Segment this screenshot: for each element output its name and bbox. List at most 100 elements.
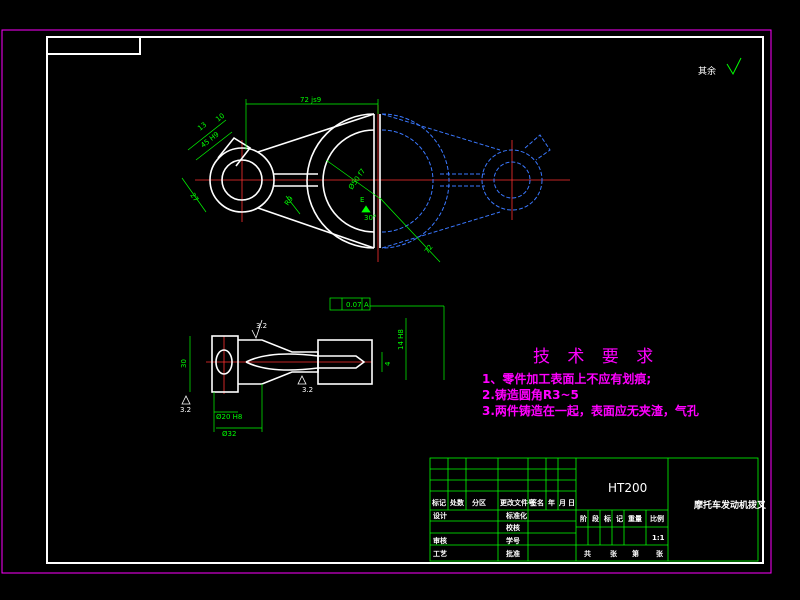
- sheet-label-sheets: 张: [610, 549, 618, 558]
- scale-value: 1:1: [652, 534, 665, 542]
- mid-label-standard: 标准化: [505, 511, 527, 520]
- boss-lug: [217, 136, 252, 167]
- dim-left-line: [181, 177, 207, 213]
- left-label-review: 审核: [433, 536, 447, 545]
- stage-label-weight: 重量: [628, 514, 642, 523]
- row-label-zone: 分区: [472, 498, 486, 507]
- left-boss-outer: [209, 147, 275, 213]
- row-label-count: 处数: [449, 498, 465, 507]
- dim-left-label: 27: [188, 192, 200, 204]
- side-outline: [211, 335, 373, 393]
- title-block-grid: [429, 457, 759, 562]
- drawing-border: [46, 36, 764, 564]
- dim-height-label: 30: [180, 359, 188, 368]
- material-label: HT200: [608, 481, 647, 495]
- roughness-check-icon: [726, 57, 742, 76]
- title-block-frame: [429, 457, 759, 562]
- mating-boss-bore: [493, 161, 531, 199]
- title-block: HT200 摩托车发动机拨叉 标记 处数 分区 更改文件号 签名 年 月 日 设…: [429, 457, 767, 562]
- sheet-row: 共 张 第 张: [584, 549, 664, 558]
- part-name-label: 摩托车发动机拨叉: [694, 499, 767, 511]
- stage-row: 阶 段 标 记 重量 比例 1:1: [580, 514, 665, 542]
- side-bore: [215, 349, 233, 375]
- mid-label-check: 校核: [506, 523, 520, 532]
- revision-row: 标记 处数 分区 更改文件号 签名 年 月 日: [431, 498, 575, 507]
- stage-label-3: 标: [603, 514, 611, 523]
- sheet-label-total: 共: [584, 549, 591, 558]
- dim-outer-label: Ø32: [222, 430, 236, 438]
- side-arm-line-top: [245, 353, 319, 363]
- top-view: 72 js9 13 10 45 H9 27 R9 Ø50 f7 E 30° 72: [181, 96, 570, 263]
- fork-inner-arc: [322, 129, 375, 233]
- row-label-month: 月: [558, 499, 566, 507]
- roughness-text: 其余: [698, 65, 716, 77]
- roughness-right-icon: [297, 375, 307, 385]
- dim-arm-label: R9: [283, 195, 295, 207]
- dim-right-line: [379, 197, 441, 263]
- roughness-right-label: 3.2: [302, 386, 313, 394]
- side-fork: [317, 339, 373, 385]
- left-column: 设计 审核 工艺: [433, 511, 447, 558]
- stage-label-scale: 比例: [650, 514, 664, 523]
- surface-roughness-note: 其余: [698, 57, 742, 77]
- tolerance-frame: [329, 297, 371, 311]
- side-view-dimensions: [189, 297, 445, 432]
- middle-column: 标准化 校核 学号 批准: [505, 511, 527, 558]
- corner-box: [46, 36, 141, 55]
- dim-boss-leader: [187, 119, 227, 151]
- mating-outer-arc: [381, 113, 450, 249]
- requirement-item-1: 1、零件加工表面上不应有划痕;: [482, 371, 651, 386]
- technical-requirements: 技 术 要 求 1、零件加工表面上不应有划痕; 2.铸造圆角R3~5 3.两件铸…: [482, 347, 699, 418]
- dim-boss-leader-2: [195, 131, 233, 161]
- roughness-left-label: 3.2: [180, 406, 191, 414]
- stage-label-1: 阶: [580, 514, 588, 523]
- dim-boss-a-label: 13: [196, 121, 208, 133]
- fork-outer-arc: [306, 113, 375, 249]
- dim-vertical-label: 14 H8: [397, 329, 405, 350]
- dim-e-label: E: [360, 196, 364, 204]
- stage-label-2: 段: [592, 514, 599, 523]
- dim-bore-label: Ø20 H8: [216, 413, 242, 421]
- row-label-sign: 签名: [529, 498, 544, 507]
- row-label-change-doc: 更改文件号: [500, 498, 535, 507]
- dim-width-label: 72 js9: [300, 96, 321, 104]
- row-label-year: 年: [548, 498, 555, 507]
- row-label-day: 日: [568, 499, 575, 507]
- side-fork-slot: [318, 355, 366, 369]
- roughness-left-icon: [181, 395, 191, 405]
- mating-boss-outer: [481, 149, 543, 211]
- outer-frame: [1, 29, 772, 574]
- mating-lug: [524, 134, 551, 161]
- mating-bottom-edge: [381, 211, 501, 249]
- part-outline: [209, 113, 381, 249]
- sheet-label-no: 第: [632, 549, 639, 558]
- dim-datum-icon: [361, 205, 371, 213]
- dim-boss-c-label: 45 H9: [199, 130, 220, 149]
- row-label-mark: 标记: [431, 498, 446, 507]
- dim-arm-leader: [285, 195, 301, 215]
- left-label-design: 设计: [433, 511, 447, 520]
- mating-top-edge: [381, 113, 501, 151]
- dim-angle-label: 30°: [364, 214, 376, 222]
- mating-part: [381, 113, 551, 249]
- tolerance-ref: A: [364, 301, 369, 309]
- mid-label-approve: 批准: [506, 549, 520, 558]
- arm-top-edge: [257, 113, 375, 153]
- requirement-item-3: 3.两件铸造在一起，表面应无夹渣，气孔: [482, 403, 699, 418]
- roughness-top-label: 3.2: [256, 322, 267, 330]
- arm-bottom-edge: [257, 207, 375, 249]
- sheet-label-sheet: 张: [656, 549, 664, 558]
- dim-boss-b-label: 10: [214, 112, 226, 124]
- dim-small-label: 4: [384, 361, 392, 366]
- side-boss: [211, 335, 239, 393]
- left-label-process: 工艺: [433, 549, 447, 558]
- top-view-dimensions: [181, 99, 441, 263]
- left-boss-bore: [221, 159, 263, 201]
- dim-arc-leader: [325, 159, 383, 201]
- mating-inner-arc: [381, 129, 434, 233]
- side-arm-line-bottom: [245, 361, 319, 371]
- stage-label-4: 记: [616, 514, 623, 523]
- mid-label-student-id: 学号: [506, 536, 520, 545]
- roughness-top-icon: [251, 319, 263, 340]
